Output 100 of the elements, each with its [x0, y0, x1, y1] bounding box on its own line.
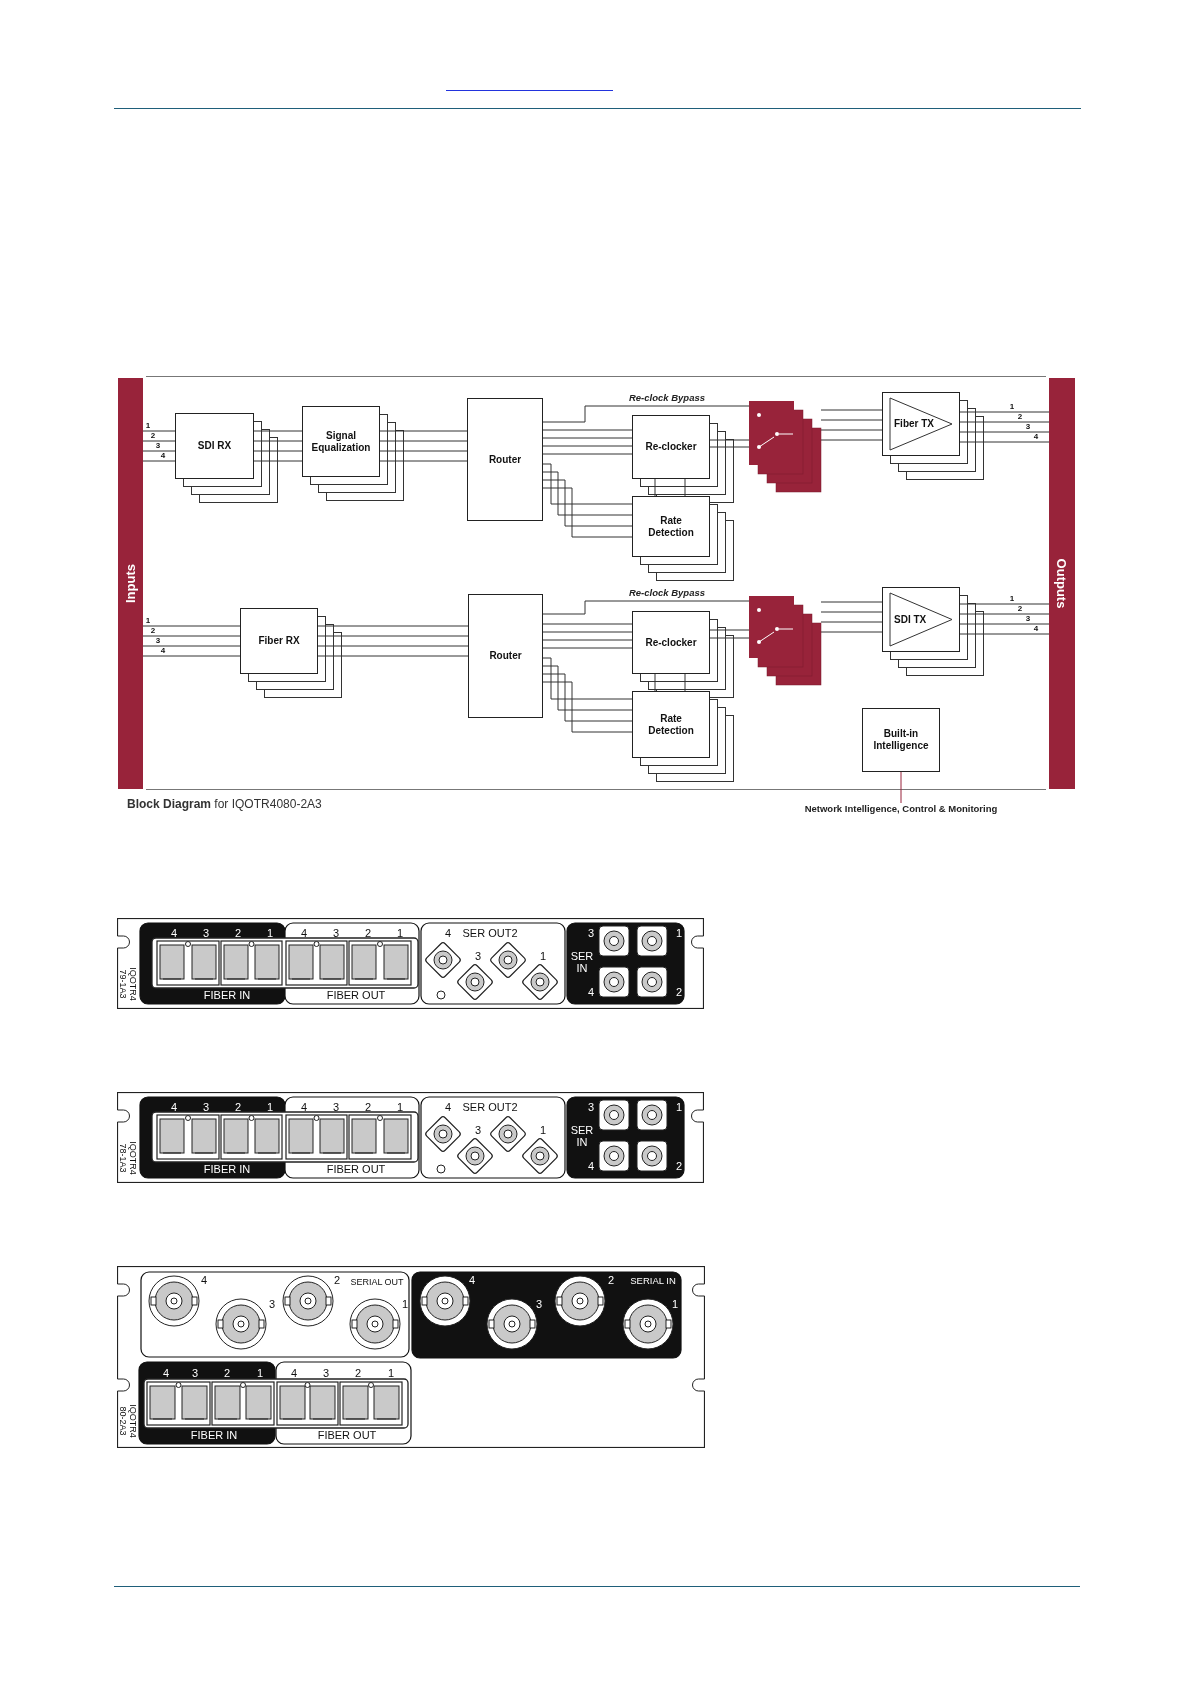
- port-number: 3: [322, 1367, 330, 1379]
- port-number: 3: [202, 1101, 210, 1113]
- port-number: 1: [256, 1367, 264, 1379]
- model-number: IQOTR4 78-1A3: [118, 1140, 138, 1177]
- box-label: Built-in Intelligence: [872, 728, 930, 752]
- leader-line: [900, 771, 902, 804]
- connector-label: FIBER IN: [203, 989, 251, 1001]
- connector-label: FIBER OUT: [326, 1163, 386, 1175]
- channel-number: 3: [155, 637, 161, 645]
- connector-label: SERIAL IN: [630, 1275, 676, 1287]
- model-number: IQOTR4 79-1A3: [118, 966, 138, 1003]
- diagram-caption: Block Diagram for IQOTR4080-2A3: [127, 797, 322, 811]
- port-number: 1: [396, 927, 404, 939]
- port-number: 4: [587, 1160, 595, 1172]
- channel-number: 1: [145, 617, 151, 625]
- channel-number: 4: [160, 647, 166, 655]
- signal-line: [709, 439, 750, 448]
- port-number: 1: [266, 1101, 274, 1113]
- channel-number: 1: [1009, 403, 1015, 411]
- signal-line: [142, 430, 176, 462]
- signal-line: [542, 600, 750, 615]
- port-number: 1: [671, 1298, 679, 1310]
- connector-label: SER IN: [570, 1124, 594, 1148]
- channel-number: 2: [150, 627, 156, 635]
- port-number: 4: [170, 1101, 178, 1113]
- process-box: [240, 608, 318, 674]
- port-number: 2: [354, 1367, 362, 1379]
- signal-line: [654, 673, 686, 692]
- box-label: Fiber RX: [258, 635, 300, 647]
- signal-line: [379, 430, 468, 462]
- process-box: [468, 594, 543, 718]
- process-box: [862, 708, 940, 772]
- signal-line: [709, 629, 750, 639]
- port-number: 4: [200, 1274, 208, 1286]
- band-label: Inputs: [123, 564, 138, 603]
- signal-line: [542, 405, 750, 423]
- port-number: 4: [290, 1367, 298, 1379]
- port-number: 1: [401, 1298, 409, 1310]
- edge-label: Re-clock Bypass: [627, 586, 707, 598]
- channel-number: 2: [150, 432, 156, 440]
- port-number: 1: [387, 1367, 395, 1379]
- box-label: Re-clocker: [645, 441, 697, 453]
- port-number: 1: [266, 927, 274, 939]
- port-number: 3: [202, 927, 210, 939]
- signal-line: [959, 411, 1050, 443]
- port-number: 2: [364, 1101, 372, 1113]
- box-label: Signal Equalization: [310, 429, 372, 454]
- port-number: 1: [675, 1101, 683, 1113]
- port-number: 2: [234, 927, 242, 939]
- channel-number: 4: [160, 452, 166, 460]
- box-label: SDI RX: [197, 440, 232, 452]
- port-number: 3: [587, 927, 595, 939]
- port-number: 2: [607, 1274, 615, 1286]
- connector-label: SER OUT2: [462, 927, 518, 939]
- port-number: 2: [223, 1367, 231, 1379]
- channel-number: 3: [155, 442, 161, 450]
- port-number: 3: [332, 1101, 340, 1113]
- port-number: 4: [162, 1367, 170, 1379]
- process-box: [302, 406, 380, 477]
- port-number: 4: [300, 927, 308, 939]
- port-number: 1: [539, 1124, 547, 1136]
- connector-label: FIBER OUT: [326, 989, 386, 1001]
- side-band: [1049, 378, 1075, 789]
- box-label: Fiber TX: [894, 418, 934, 430]
- channel-number: 2: [1017, 413, 1023, 421]
- signal-line: [654, 478, 686, 497]
- port-number: 3: [587, 1101, 595, 1113]
- process-box: [175, 413, 254, 479]
- signal-line: [542, 623, 633, 649]
- signal-line: [317, 625, 469, 657]
- process-box: [632, 691, 710, 758]
- port-number: 3: [332, 927, 340, 939]
- process-box: [467, 398, 543, 521]
- port-number: 2: [675, 986, 683, 998]
- port-number: 2: [333, 1274, 341, 1286]
- port-number: 4: [587, 986, 595, 998]
- side-band: [118, 378, 143, 789]
- channel-number: 3: [1025, 615, 1031, 623]
- port-number: 1: [539, 950, 547, 962]
- connector-label: FIBER IN: [190, 1429, 238, 1441]
- switch-block: [749, 596, 821, 685]
- channel-number: 2: [1017, 605, 1023, 613]
- process-box: [632, 415, 710, 479]
- transmitter-box: [882, 392, 960, 456]
- port-number: 1: [675, 927, 683, 939]
- port-number: 3: [535, 1298, 543, 1310]
- signal-line: [959, 603, 1050, 635]
- box-label: Router: [488, 453, 522, 466]
- connector-label: SERIAL OUT: [350, 1276, 404, 1288]
- port-number: 4: [444, 1101, 452, 1113]
- switch-block: [749, 401, 821, 492]
- port-number: 3: [474, 950, 482, 962]
- port-number: 2: [364, 927, 372, 939]
- note-text: Network Intelligence, Control & Monitoring: [781, 803, 1021, 817]
- channel-number: 1: [1009, 595, 1015, 603]
- box-label: Re-clocker: [645, 636, 697, 649]
- port-number: 4: [170, 927, 178, 939]
- signal-line: [542, 429, 633, 455]
- port-number: 4: [300, 1101, 308, 1113]
- port-number: 2: [234, 1101, 242, 1113]
